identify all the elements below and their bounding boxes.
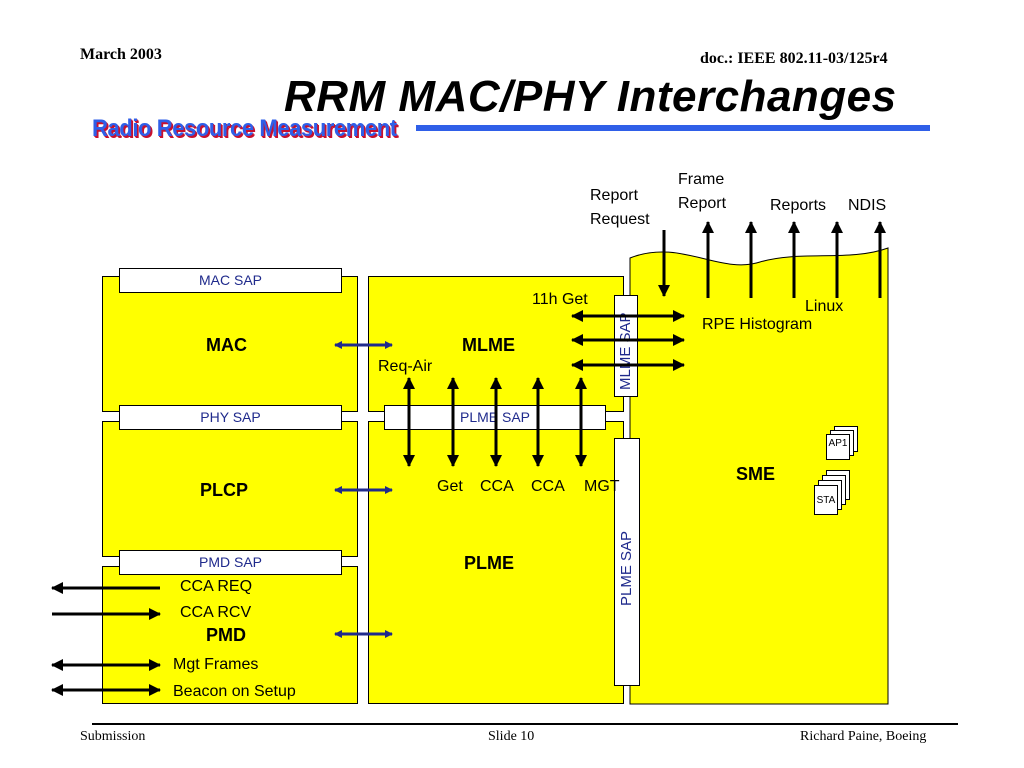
frame-report-line1: Frame	[678, 171, 725, 188]
frame-report-line2: Report	[678, 195, 727, 212]
phy-sap: PHY SAP	[119, 405, 342, 430]
get-label: Get	[437, 478, 463, 495]
sta-doc: STA	[814, 485, 838, 515]
footer-submission: Submission	[80, 729, 146, 744]
reports-label: Reports	[770, 197, 827, 214]
footer-slide-number: Slide 10	[488, 729, 535, 744]
mac-label: MAC	[206, 335, 247, 355]
ap1-doc: AP1	[826, 434, 850, 460]
report-request-line2: Request	[590, 211, 650, 228]
plme-sap-vertical	[614, 438, 640, 686]
linux-label: Linux	[805, 298, 844, 315]
footer-author: Richard Paine, Boeing	[800, 729, 927, 744]
radio-resource-measurement-logo: Radio Resource Measurement	[92, 115, 397, 142]
pmd-label: PMD	[206, 625, 246, 645]
cca-req-label: CCA REQ	[180, 578, 253, 595]
mgt-label: MGT	[584, 478, 620, 495]
slide-title: RRM MAC/PHY Interchanges	[284, 72, 897, 121]
beacon-on-setup-label: Beacon on Setup	[173, 683, 296, 700]
cca-rcv-label: CCA RCV	[180, 604, 252, 621]
cca-label-1: CCA	[480, 478, 514, 495]
cca-label-2: CCA	[531, 478, 565, 495]
footer-divider	[92, 723, 958, 725]
req-air-label: Req-Air	[378, 358, 433, 375]
mac-sap: MAC SAP	[119, 268, 342, 293]
ndis-label: NDIS	[848, 197, 887, 214]
sme-label: SME	[736, 464, 776, 484]
header-date: March 2003	[80, 46, 162, 63]
mgt-frames-label: Mgt Frames	[173, 656, 259, 673]
pmd-sap: PMD SAP	[119, 550, 342, 575]
report-request-line1: Report	[590, 187, 639, 204]
rpe-histogram-label: RPE Histogram	[702, 316, 813, 333]
11h-get-label: 11h Get	[532, 291, 588, 308]
title-underline	[416, 125, 930, 131]
plme-label: PLME	[464, 553, 515, 573]
plcp-label: PLCP	[200, 480, 249, 500]
mlme-label: MLME	[462, 335, 515, 355]
header-doc-id: doc.: IEEE 802.11-03/125r4	[700, 50, 888, 67]
